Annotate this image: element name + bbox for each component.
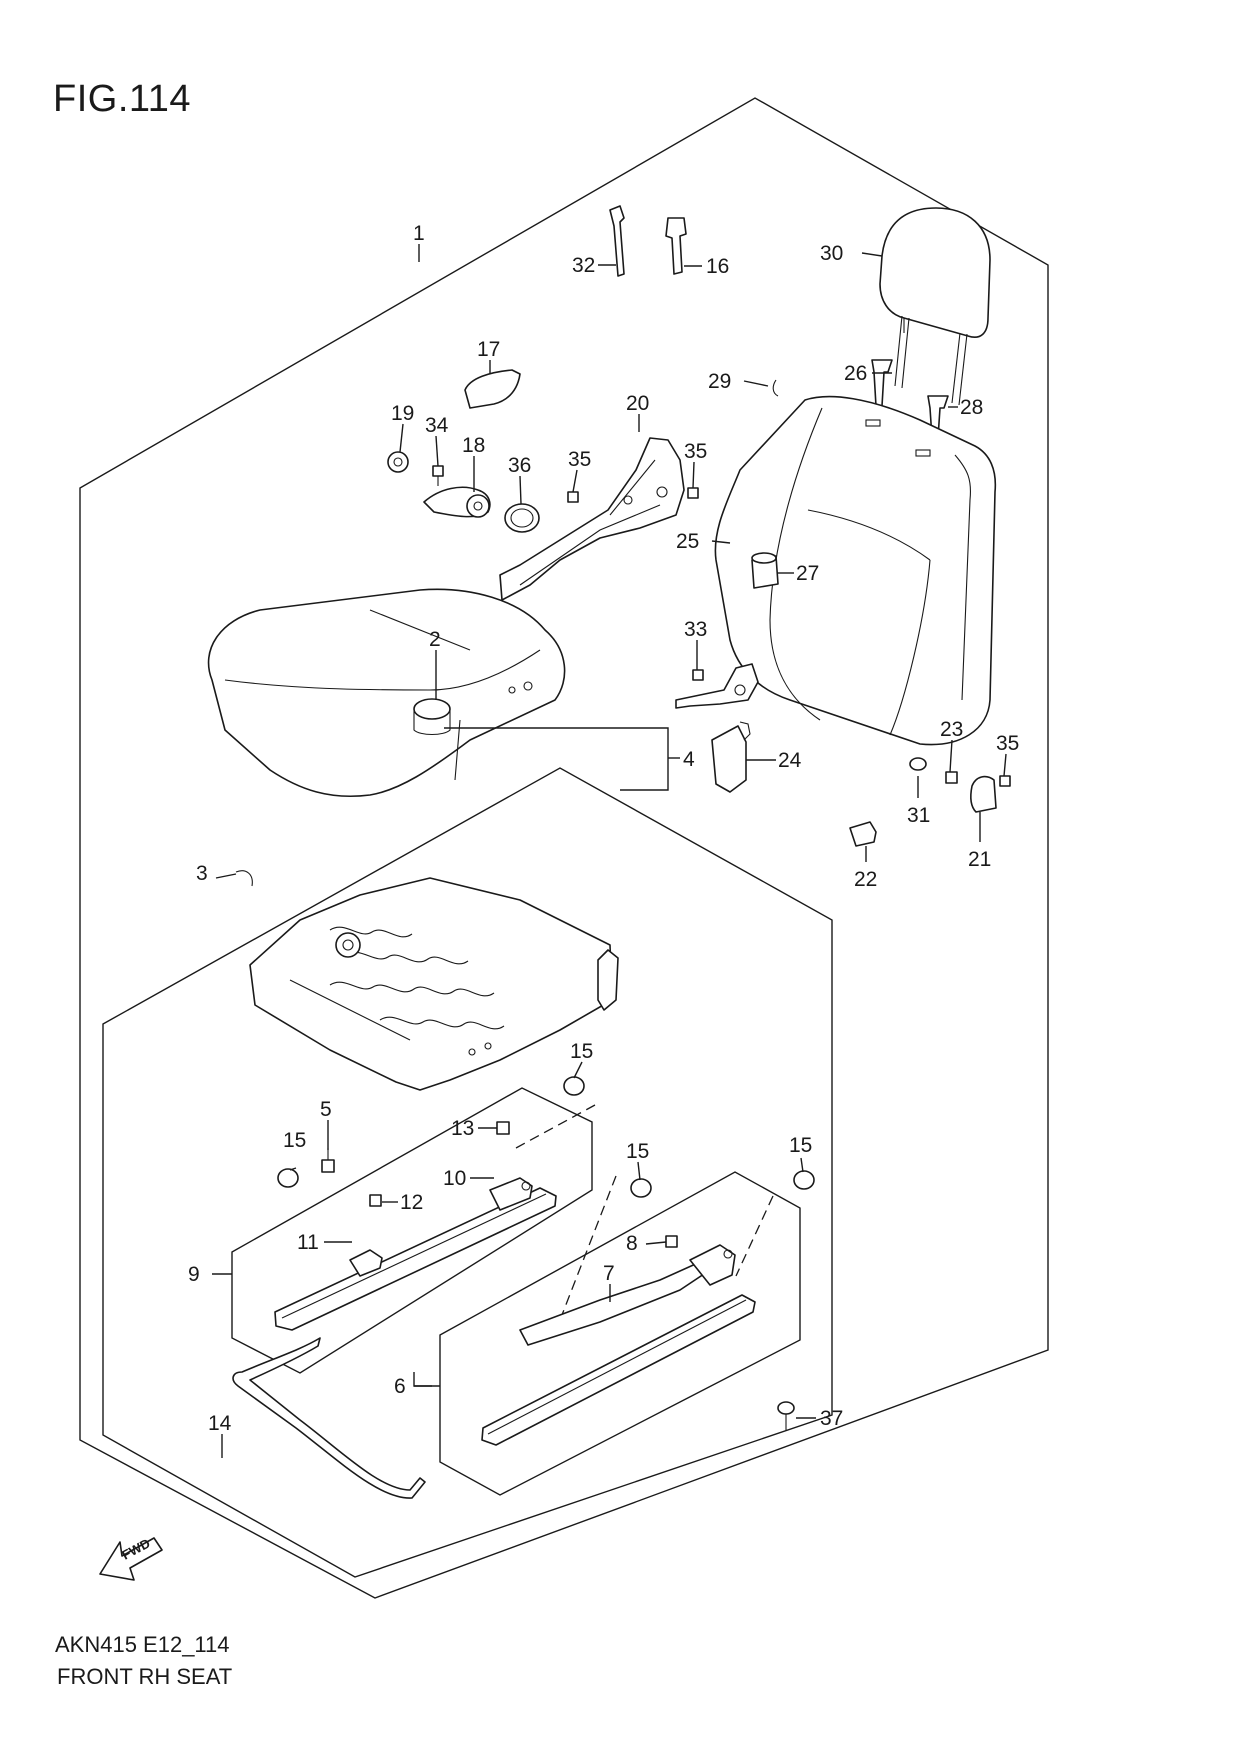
callout-32: 32 [572,254,595,277]
callout-3: 3 [196,862,208,885]
cable-tie-16 [665,217,687,275]
callout-9: 9 [188,1263,200,1286]
rail-group-6-frame [439,1171,801,1496]
wire-14 [232,1337,426,1499]
callout-13: 13 [451,1117,474,1140]
callout-29: 29 [708,370,731,393]
nut-12 [369,1194,382,1207]
callout-15-c: 15 [626,1140,649,1163]
hinge-cover-24 [711,721,751,793]
callout-15-d: 15 [789,1134,812,1157]
callout-14: 14 [208,1412,232,1435]
lever-cover-17 [464,369,521,409]
callout-19: 19 [391,402,414,425]
headrest-guide-26 [871,359,893,407]
recliner-frame-20 [499,437,685,601]
clip-22 [849,821,877,847]
cushion-frame [249,877,619,1091]
bolt-37 [777,1401,795,1430]
callout-28: 28 [960,396,983,419]
bolt-23 [945,771,958,784]
callout-17: 17 [477,338,500,361]
bushing-15-b [563,1076,585,1096]
bushing-15-c [630,1178,652,1198]
callout-34: 34 [425,414,449,437]
callout-1: 1 [413,222,425,245]
callout-8: 8 [626,1232,638,1255]
callout-12: 12 [400,1191,423,1214]
leader-lines [212,244,1007,1458]
bolt-34 [432,465,444,486]
ring-36 [504,503,540,533]
washer-31 [909,757,927,771]
callout-35-c: 35 [996,732,1019,755]
callout-25: 25 [676,530,699,553]
clip-29 [772,379,779,397]
callout-2: 2 [429,628,441,651]
guide-dash-2 [559,1175,617,1321]
callout-23: 23 [940,718,963,741]
callout-16: 16 [706,255,729,278]
clip-3 [235,870,253,887]
figure-code: AKN415 E12_114 [55,1632,230,1657]
callout-24: 24 [778,749,802,772]
recliner-lever-18 [423,486,491,518]
seat-cushion [207,588,566,798]
figure-title: FIG.114 [53,78,191,120]
headrest-bezel-27 [751,552,779,589]
callout-22: 22 [854,868,877,891]
guide-dash-3 [735,1195,774,1277]
callout-4: 4 [683,748,695,771]
bushing-15-d [793,1170,815,1190]
bolt-5 [321,1148,335,1173]
cable-tie-32 [609,205,625,277]
callout-10: 10 [443,1167,466,1190]
nut-13 [496,1121,510,1135]
seat-rail-6 [481,1244,756,1446]
seat-back [714,395,997,746]
rail-group-9-frame [231,1087,593,1374]
hinge-bracket [675,663,759,709]
callout-35-a: 35 [568,448,591,471]
figure-name: FRONT RH SEAT [57,1664,233,1689]
callout-30: 30 [820,242,843,265]
callout-35-b: 35 [684,440,707,463]
headrest [879,207,991,406]
bushing-15-a [277,1168,299,1188]
callout-7: 7 [603,1262,615,1285]
bolt-35-b [687,487,699,499]
callout-26: 26 [844,362,867,385]
callout-15-a: 15 [570,1040,593,1063]
callout-37: 37 [820,1407,843,1430]
callout-27: 27 [796,562,819,585]
side-cover-21 [970,775,997,813]
callout-5: 5 [320,1098,332,1121]
guide-dash-1 [515,1104,596,1149]
washer-19 [387,451,409,473]
seat-rail-9 [274,1177,557,1331]
cushion-frame-group [102,767,833,1578]
bolt-8 [665,1235,678,1248]
assembly-frame [79,97,1049,1599]
fwd-arrow-icon: FWD [99,1536,163,1581]
callout-21: 21 [968,848,991,871]
callout-labels: 1 2 3 4 5 6 7 8 9 10 11 12 13 14 15 15 1… [188,222,1019,1435]
callout-31: 31 [907,804,930,827]
callout-36: 36 [508,454,531,477]
callout-15-b: 15 [283,1129,306,1152]
callout-20: 20 [626,392,649,415]
callout-11: 11 [297,1231,319,1254]
callout-6: 6 [394,1375,406,1398]
callout-33: 33 [684,618,707,641]
bolt-35-c [999,775,1011,787]
bolt-35-a [567,491,579,503]
callout-18: 18 [462,434,485,457]
